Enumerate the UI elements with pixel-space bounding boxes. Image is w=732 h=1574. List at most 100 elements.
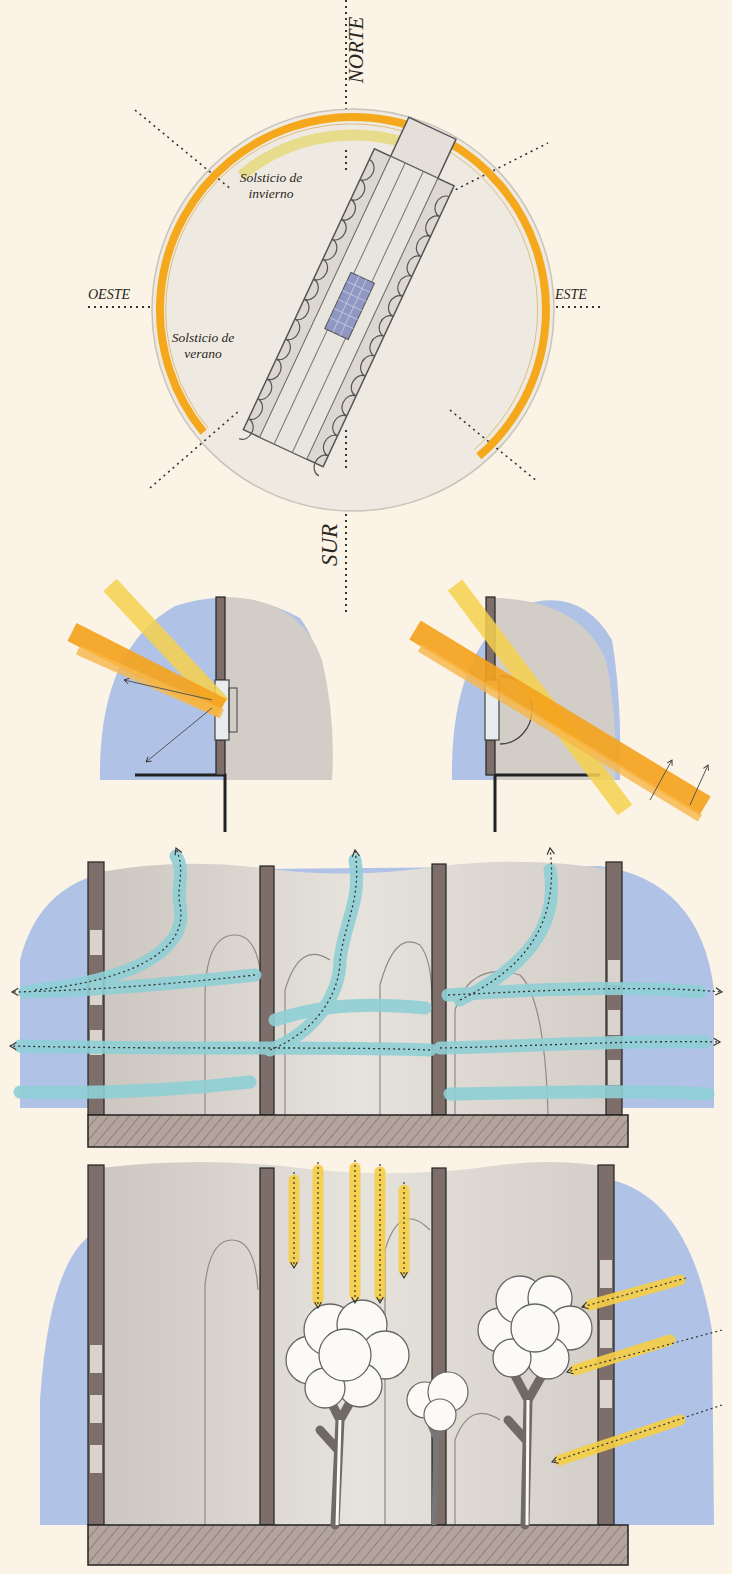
light-ray-arrow: [293, 1172, 294, 1268]
air-flow-arrow: [35, 848, 181, 990]
interior: [225, 597, 333, 780]
sun-beam: [72, 632, 222, 708]
wall-opening: [90, 930, 102, 955]
light-ray-arrow: [403, 1182, 404, 1278]
light-ray-arrow: [317, 1162, 318, 1308]
tree: [337, 1420, 340, 1525]
wall-opening: [600, 1380, 612, 1408]
compass-label: Solsticio de invierno: [232, 170, 310, 201]
air-flow-arrow: [12, 975, 255, 992]
south-tick: [345, 430, 347, 470]
wall: [88, 1165, 104, 1525]
wall: [216, 597, 225, 680]
sun-beam: [415, 630, 705, 806]
tree: [511, 1304, 559, 1352]
window-frame: [229, 688, 237, 732]
wall-opening: [90, 1445, 102, 1473]
reflection-arrow: [650, 760, 672, 800]
arch: [380, 942, 432, 1115]
tree: [508, 1365, 548, 1525]
air-flow: [35, 856, 181, 990]
air-flow: [440, 1042, 705, 1048]
reflection-arrow: [146, 708, 212, 762]
plan-line: [274, 163, 405, 444]
summer-sun-path: [160, 117, 546, 456]
compass-label: SUR: [317, 524, 343, 566]
wall: [260, 1168, 274, 1525]
vegetation-section: [40, 1160, 722, 1565]
light-ray-arrow: [582, 1278, 686, 1307]
ventilation-section: [10, 848, 722, 1147]
air-flow-arrow: [460, 848, 552, 1000]
air-flow: [20, 856, 708, 1094]
wall-opening: [600, 1260, 612, 1288]
compass-label: OESTE: [88, 287, 130, 303]
plan-grid: [325, 272, 375, 339]
light-ray: [294, 1168, 680, 1460]
plan-core: [260, 156, 438, 459]
north-tick: [345, 150, 347, 170]
compass-label: ESTE: [555, 287, 587, 303]
wall: [598, 1165, 614, 1525]
wall-opening: [608, 1060, 620, 1085]
reflection-arrow: [690, 765, 708, 805]
air-flow: [275, 1005, 425, 1020]
sun-beam: [78, 650, 222, 714]
floor-line: [495, 775, 600, 832]
light-ray: [313, 1170, 324, 1300]
air-flow-arrow: [440, 1042, 720, 1048]
arch: [455, 1413, 500, 1525]
light-ray-arrow: [552, 1405, 722, 1462]
air-flow: [460, 870, 552, 1000]
tree: [286, 1300, 409, 1408]
tree: [478, 1276, 592, 1379]
scalloped-edge: [311, 193, 449, 476]
wall-opening: [90, 1345, 102, 1373]
wall: [486, 740, 495, 775]
air-flow-arrow: [10, 1046, 430, 1050]
tree: [407, 1372, 468, 1525]
interior: [100, 1162, 612, 1525]
compass-disc: [152, 109, 554, 511]
tree: [478, 1276, 592, 1525]
compass-label: Solsticio de verano: [168, 330, 238, 361]
floor-line: [135, 775, 225, 832]
wall: [432, 864, 446, 1115]
plan-grid-lines: [325, 272, 375, 339]
light-ray-arrow: [567, 1330, 722, 1372]
tree: [527, 1400, 528, 1525]
light-ray-arrow: [379, 1164, 380, 1303]
air-flow-arrow: [448, 989, 722, 995]
wall-opening: [608, 1010, 620, 1035]
wall-opening: [608, 960, 620, 985]
light-ray: [560, 1420, 680, 1460]
air-flow-arrow: [270, 850, 357, 1050]
window-section-right: [415, 585, 708, 832]
scalloped-edge: [239, 160, 377, 443]
air-flow: [20, 1082, 250, 1093]
window-section-left: [72, 585, 333, 832]
building-plan: [239, 110, 472, 476]
air-flow-arrow: [10, 848, 722, 1050]
light-ray: [575, 1340, 670, 1370]
plan-line: [292, 171, 423, 452]
floor-slab: [88, 1115, 628, 1147]
wall-opening: [90, 1395, 102, 1423]
sun-beam: [420, 648, 700, 818]
tree: [428, 1418, 446, 1525]
tree: [286, 1300, 409, 1525]
tree: [407, 1372, 468, 1431]
light-ray-arrow: [354, 1160, 355, 1303]
air-flow: [450, 1092, 708, 1094]
reflection-arrow: [124, 680, 212, 700]
arch: [205, 1240, 258, 1525]
wall: [260, 866, 274, 1115]
wall: [216, 740, 225, 775]
tree: [424, 1399, 456, 1431]
tree: [319, 1329, 371, 1381]
compass-label: NORTE: [344, 17, 368, 84]
compass: [88, 0, 600, 612]
floor-slab: [88, 1525, 628, 1565]
